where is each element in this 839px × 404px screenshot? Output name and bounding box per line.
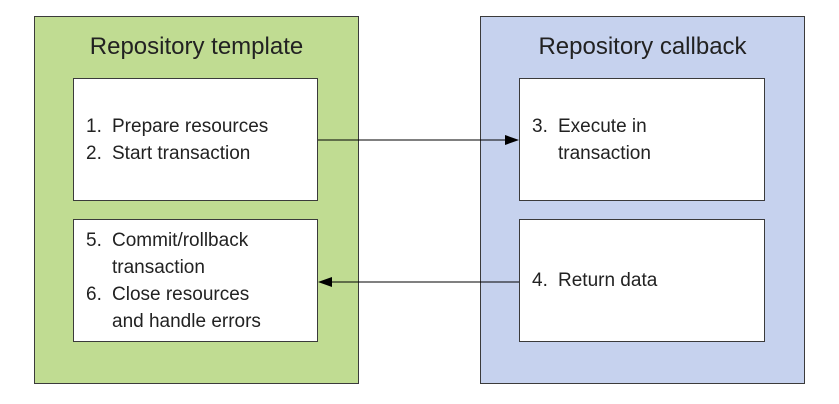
- step-number: 3.: [532, 115, 548, 137]
- step-text: Close resources and handle errors: [112, 283, 261, 332]
- step-item: 2. Start transaction: [86, 140, 268, 167]
- step-list: 1. Prepare resources 2. Start transactio…: [86, 113, 268, 167]
- step-number: 4.: [532, 270, 548, 291]
- step-text: Return data: [558, 270, 658, 291]
- step-number: 5.: [86, 229, 102, 251]
- step-text: Execute in transaction: [558, 115, 651, 164]
- step-text: Commit/rollback transaction: [112, 229, 249, 278]
- step-item: 4. Return data: [532, 267, 657, 294]
- prepare-and-start-box: 1. Prepare resources 2. Start transactio…: [73, 78, 318, 201]
- step-item: 3. Execute in transaction: [532, 113, 651, 167]
- step-item: 1. Prepare resources: [86, 113, 268, 140]
- step-number: 2.: [86, 142, 102, 164]
- repository-callback-title: Repository callback: [538, 33, 747, 60]
- commit-and-close-box: 5. Commit/rollback transaction 6. Close …: [73, 219, 318, 342]
- step-text: Prepare resources: [112, 115, 269, 137]
- step-text: Start transaction: [112, 142, 251, 164]
- step-list: 5. Commit/rollback transaction 6. Close …: [86, 227, 261, 335]
- step-item: 6. Close resources and handle errors: [86, 281, 261, 335]
- execute-in-transaction-box: 3. Execute in transaction: [519, 78, 765, 201]
- return-data-box: 4. Return data: [519, 219, 765, 342]
- step-number: 1.: [86, 115, 102, 137]
- step-list: 4. Return data: [532, 267, 657, 294]
- step-list: 3. Execute in transaction: [532, 113, 651, 167]
- step-item: 5. Commit/rollback transaction: [86, 227, 261, 281]
- repository-template-title: Repository template: [89, 33, 304, 60]
- step-number: 6.: [86, 283, 102, 305]
